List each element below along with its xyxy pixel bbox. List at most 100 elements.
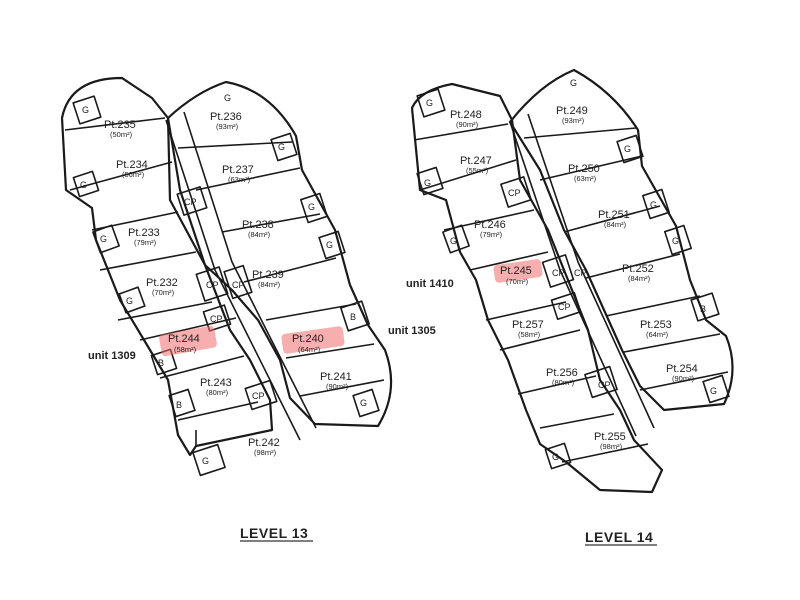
level-13-title: LEVEL 13	[240, 525, 308, 541]
level-13-plan: G G G G CP CP CP CP B B CP G G G G G B G…	[60, 76, 436, 542]
level-13-tags: G G G G CP CP CP CP B B CP G G G G G B G	[80, 93, 367, 466]
room-tag: G	[672, 236, 679, 246]
room-tag: G	[624, 144, 631, 154]
unit-area: (80m²)	[206, 388, 229, 397]
room-tag: B	[176, 400, 182, 410]
unit-area: (70m²)	[506, 277, 529, 286]
level-14-right-units	[523, 127, 730, 404]
unit-area: (98m²)	[254, 448, 277, 457]
level-13-right-wing-outline	[166, 80, 393, 428]
unit-area: (56m²)	[122, 170, 145, 179]
room-tag: B	[158, 358, 164, 368]
unit-area: (93m²)	[562, 116, 585, 125]
unit-label: Pt.240	[292, 333, 324, 345]
unit-area: (79m²)	[480, 230, 503, 239]
unit-label: Pt.239	[252, 269, 284, 281]
unit-label: Pt.251	[598, 209, 630, 221]
unit-area: (79m²)	[134, 238, 157, 247]
room-tag: CP	[552, 268, 565, 278]
level-14-left-units	[413, 88, 649, 470]
room-tag: G	[552, 452, 559, 462]
unit-1305-callout: unit 1305	[388, 325, 436, 337]
unit-label: Pt.254	[666, 363, 698, 375]
unit-area: (93m²)	[216, 122, 239, 131]
room-tag: CP	[210, 314, 223, 324]
room-tag: G	[82, 105, 89, 115]
room-tag: G	[424, 178, 431, 188]
unit-label: Pt.246	[474, 219, 506, 231]
unit-label: Pt.244	[168, 333, 200, 345]
unit-label: Pt.248	[450, 109, 482, 121]
unit-area: (84m²)	[258, 280, 281, 289]
level-14-plan: G G G CP CP CP CP CP G G G G G B G Pt.24…	[406, 68, 734, 546]
unit-area: (90m²)	[672, 374, 695, 383]
level-14-title: LEVEL 14	[585, 529, 653, 545]
unit-area: (90m²)	[456, 120, 479, 129]
unit-label: Pt.236	[210, 111, 242, 123]
level-13-unit-labels: Pt.235 (50m²) Pt.234 (56m²) Pt.233 (79m²…	[104, 111, 352, 457]
room-tag: CP	[232, 280, 245, 290]
room-tag: CP	[252, 391, 265, 401]
level-13-unit-240-highlight	[281, 326, 345, 354]
unit-label: Pt.235	[104, 119, 136, 131]
room-tag: CP	[598, 380, 611, 390]
unit-label: Pt.250	[568, 163, 600, 175]
room-tag: G	[100, 234, 107, 244]
unit-label: Pt.233	[128, 227, 160, 239]
room-tag: G	[202, 456, 209, 466]
unit-label: Pt.234	[116, 159, 148, 171]
unit-label: Pt.238	[242, 219, 274, 231]
room-tag: CP	[574, 268, 587, 278]
level-13-left-wing-outline	[60, 76, 274, 457]
unit-area: (80m²)	[552, 378, 575, 387]
unit-label: Pt.247	[460, 155, 492, 167]
level-14-tags: G G G CP CP CP CP CP G G G G G B G	[424, 78, 717, 462]
unit-area: (90m²)	[326, 382, 349, 391]
unit-area: (84m²)	[628, 274, 651, 283]
room-tag: G	[80, 180, 87, 190]
unit-label: Pt.253	[640, 319, 672, 331]
unit-label: Pt.232	[146, 277, 178, 289]
unit-label: Pt.241	[320, 371, 352, 383]
room-tag: G	[450, 236, 457, 246]
room-tag: G	[278, 142, 285, 152]
level-14-unit-245-highlight	[493, 259, 543, 283]
room-tag: G	[308, 202, 315, 212]
room-tag: G	[650, 200, 657, 210]
room-tag: B	[350, 312, 356, 322]
room-tag: G	[426, 98, 433, 108]
unit-area: (63m²)	[228, 175, 251, 184]
unit-area: (58m²)	[174, 345, 197, 354]
level-13-left-units	[64, 95, 278, 477]
room-tag: G	[570, 78, 577, 88]
room-tag: CP	[206, 280, 219, 290]
room-tag: G	[360, 398, 367, 408]
room-tag: CP	[558, 302, 571, 312]
unit-area: (58m²)	[518, 330, 541, 339]
unit-label: Pt.237	[222, 164, 254, 176]
unit-area: (84m²)	[604, 220, 627, 229]
unit-1309-callout: unit 1309	[88, 350, 136, 362]
unit-1410-callout: unit 1410	[406, 278, 454, 290]
room-tag: G	[710, 386, 717, 396]
unit-area: (64m²)	[298, 345, 321, 354]
unit-area: (55m²)	[466, 166, 489, 175]
level-13-unit-244-highlight	[159, 325, 217, 357]
room-tag: G	[126, 296, 133, 306]
level-14-right-wing-outline	[508, 68, 734, 412]
unit-area: (63m²)	[574, 174, 597, 183]
unit-area: (98m²)	[600, 442, 623, 451]
unit-area: (50m²)	[110, 130, 133, 139]
unit-label: Pt.245	[500, 265, 532, 277]
unit-area: (84m²)	[248, 230, 271, 239]
unit-area: (70m²)	[152, 288, 175, 297]
room-tag: CP	[184, 197, 197, 207]
room-tag: G	[326, 240, 333, 250]
level-14-corridor	[509, 113, 655, 437]
unit-label: Pt.255	[594, 431, 626, 443]
level-14-unit-labels: Pt.248 (90m²) Pt.247 (55m²) Pt.246 (79m²…	[450, 105, 698, 451]
unit-label: Pt.256	[546, 367, 578, 379]
unit-area: (64m²)	[646, 330, 669, 339]
room-tag: G	[224, 93, 231, 103]
